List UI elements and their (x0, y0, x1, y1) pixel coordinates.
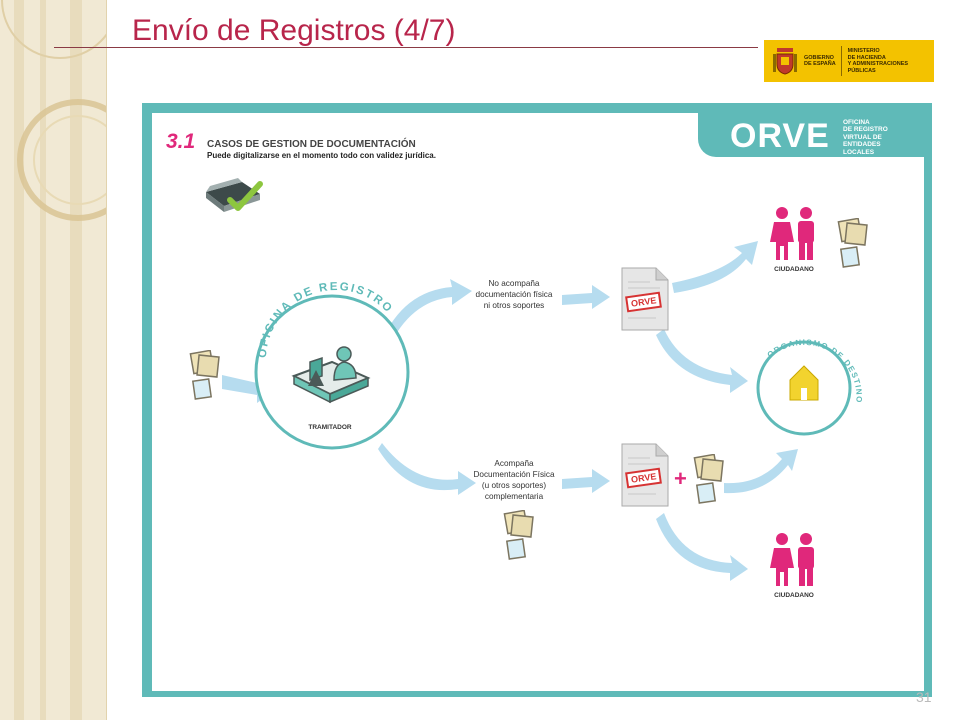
coat-of-arms-icon (772, 46, 798, 76)
citizen-label-bottom: CIUDADANO (774, 592, 814, 599)
documents-bottom-icon (503, 510, 534, 560)
logo-separator (840, 46, 842, 76)
branch-line: No acompaña (488, 279, 540, 288)
left-decorative-band (0, 0, 107, 720)
branch-line: documentación física (475, 290, 553, 299)
branch-line: ni otros soportes (483, 301, 545, 310)
citizen-couple-icon-top (770, 207, 814, 260)
arrow-office-bottom (378, 443, 476, 495)
band-circles-ornament (1, 0, 106, 221)
slide-title: Envío de Registros (4/7) (132, 14, 456, 47)
branch-line: Documentación Física (473, 470, 555, 479)
orve-logo: ORVE (730, 117, 830, 155)
building-icon (789, 365, 819, 401)
branch-physical-docs-label: Acompaña Documentación Física (u otros s… (454, 458, 574, 502)
branch-line: Acompaña (494, 459, 534, 468)
arrow-top-destination (656, 329, 748, 393)
orve-sub-line: OFICINA (843, 119, 870, 126)
tramitador-label: TRAMITADOR (308, 424, 352, 431)
orve-stamped-document-top: ORVE (620, 266, 670, 332)
section-title: CASOS DE GESTION DE DOCUMENTACIÓN (207, 139, 416, 150)
orve-stamped-document-bottom: ORVE (620, 442, 670, 508)
citizen-couple-icon-bottom (770, 533, 814, 586)
branch-no-physical-docs-label: No acompaña documentación física ni otro… (454, 278, 574, 311)
logo-line: GOBIERNO (804, 54, 834, 61)
orve-sub-line: VIRTUAL DE (843, 133, 882, 141)
title-underline (54, 47, 758, 48)
ministry-text: MINISTERIO DE HACIENDA Y ADMINISTRACIONE… (848, 48, 934, 74)
office-ring-label: OFICINA DE REGISTRO (257, 281, 393, 358)
arrow-top-doc (562, 285, 610, 309)
arrow-bottom-citizen (656, 513, 748, 581)
logo-line: DE HACIENDA (847, 54, 886, 61)
band-stripe (70, 0, 82, 720)
branch-line: (u otros soportes) (481, 481, 547, 490)
citizen-label-top: CIUDADANO (774, 266, 814, 273)
band-stripe (40, 0, 46, 720)
arrow-bottom-doc (562, 469, 610, 493)
orve-header-tab (698, 113, 924, 157)
branch-line: complementaria (484, 492, 544, 501)
orve-sub-line: ENTIDADES (843, 141, 881, 149)
orve-sub-line: DE REGISTRO (843, 126, 888, 134)
government-text: GOBIERNO DE ESPAÑA (804, 55, 837, 68)
arrow-office-top (380, 279, 472, 349)
documents-input-icon (189, 350, 220, 400)
plus-sign: + (674, 466, 687, 491)
tramitador-icon (291, 346, 371, 404)
arrow-bottom-destination (724, 449, 798, 494)
orve-sub-line: LOCALES (843, 148, 875, 156)
scanner-check-icon (206, 178, 263, 212)
documents-extra-icon (693, 454, 724, 504)
logo-line: DE ESPAÑA (804, 61, 836, 67)
logo-line: MINISTERIO (847, 48, 880, 54)
orve-logo-subtitle: OFICINA DE REGISTRO VIRTUAL DE ENTIDADES… (843, 119, 913, 156)
page-number: 31 (916, 689, 932, 705)
section-subtitle: Puede digitalizarse en el momento todo c… (207, 151, 436, 160)
band-stripe (14, 0, 24, 720)
arrow-top-citizen (672, 241, 758, 293)
logo-line: Y ADMINISTRACIONES PÚBLICAS (847, 61, 909, 74)
government-logo: GOBIERNO DE ESPAÑA MINISTERIO DE HACIEND… (764, 40, 934, 82)
section-number: 3.1 (166, 130, 196, 153)
documents-citizen-icon (837, 218, 868, 268)
